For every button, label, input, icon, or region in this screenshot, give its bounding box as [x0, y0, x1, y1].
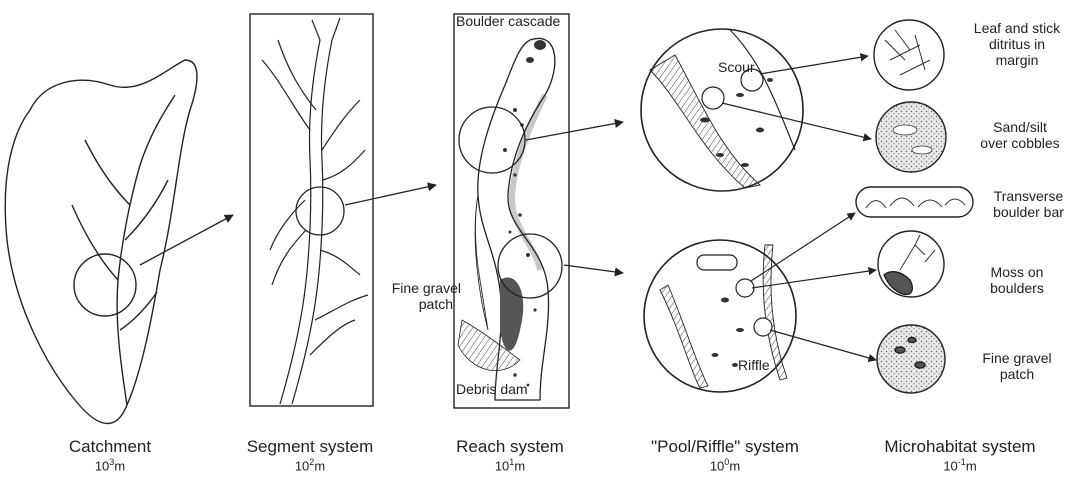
label-micro-leaf: Leaf and stick ditritus in margin — [955, 20, 1079, 68]
caption-segment-name: Segment system — [220, 437, 400, 456]
riffle-bar — [697, 255, 737, 270]
label-fine-gravel-line1: Fine gravel — [381, 280, 461, 296]
caption-segment: Segment system 102m — [220, 437, 400, 472]
micro-gravel-circle — [877, 325, 945, 393]
caption-catchment-name: Catchment — [30, 437, 190, 456]
label-micro-gravel: Fine gravel patch — [955, 350, 1079, 382]
arrow-segment-to-reach — [345, 185, 436, 205]
caption-reach-name: Reach system — [420, 437, 600, 456]
arrow-reach-to-riffle — [564, 265, 623, 273]
label-micro-sand-1: Sand/silt — [960, 119, 1080, 135]
caption-microhabitat: Microhabitat system 10-1m — [860, 437, 1060, 472]
micro-bar-oval — [856, 187, 973, 217]
caption-pool-riffle-name: "Pool/Riffle" system — [620, 437, 830, 456]
label-micro-bar: Transverse boulder bar — [976, 188, 1081, 220]
caption-microhabitat-scale: 10-1m — [860, 456, 1060, 472]
catchment-stream — [117, 95, 175, 405]
moss-circle — [736, 279, 754, 297]
micro-leaf-circle — [874, 20, 944, 90]
pool-drawing — [641, 29, 803, 191]
arrow-catchment-to-segment — [140, 215, 233, 265]
caption-pool-riffle-scale: 100m — [620, 456, 830, 472]
label-boulder-cascade: Boulder cascade — [456, 13, 560, 29]
label-micro-gravel-1: Fine gravel — [955, 350, 1079, 366]
riffle-drawing — [644, 240, 796, 392]
caption-reach-scale: 101m — [420, 456, 600, 472]
segment-focus-circle — [296, 187, 344, 235]
gravel-circle — [754, 318, 772, 336]
segment-drawing — [250, 14, 373, 406]
label-micro-bar-1: Transverse — [976, 188, 1081, 204]
label-micro-leaf-3: margin — [955, 52, 1079, 68]
label-micro-bar-2: boulder bar — [976, 204, 1081, 220]
segment-frame — [250, 14, 373, 406]
catchment-drawing — [5, 60, 197, 424]
label-riffle: Riffle — [738, 357, 770, 373]
caption-reach: Reach system 101m — [420, 437, 600, 472]
label-micro-moss: Moss on boulders — [955, 264, 1079, 296]
label-micro-leaf-1: Leaf and stick — [955, 20, 1079, 36]
caption-segment-scale: 102m — [220, 456, 400, 472]
catchment-outline — [5, 60, 197, 424]
label-scour: Scour — [718, 59, 755, 75]
label-micro-sand: Sand/silt over cobbles — [960, 119, 1080, 151]
label-debris-dam: Debris dam — [456, 381, 528, 397]
label-micro-leaf-2: ditritus in — [955, 36, 1079, 52]
micro-sand-circle — [876, 102, 946, 172]
label-micro-sand-2: over cobbles — [960, 135, 1080, 151]
caption-pool-riffle: "Pool/Riffle" system 100m — [620, 437, 830, 472]
label-micro-moss-2: boulders — [955, 280, 1079, 296]
label-micro-moss-1: Moss on — [955, 264, 1079, 280]
reach-drawing — [454, 14, 569, 408]
sand-circle — [702, 87, 724, 109]
label-micro-gravel-2: patch — [955, 366, 1079, 382]
caption-catchment: Catchment 103m — [30, 437, 190, 472]
caption-microhabitat-name: Microhabitat system — [860, 437, 1060, 456]
arrow-reach-to-pool — [526, 122, 623, 140]
label-fine-gravel-line2: patch — [381, 296, 453, 312]
microhabitat-drawings — [856, 20, 973, 393]
caption-catchment-scale: 103m — [30, 456, 190, 472]
